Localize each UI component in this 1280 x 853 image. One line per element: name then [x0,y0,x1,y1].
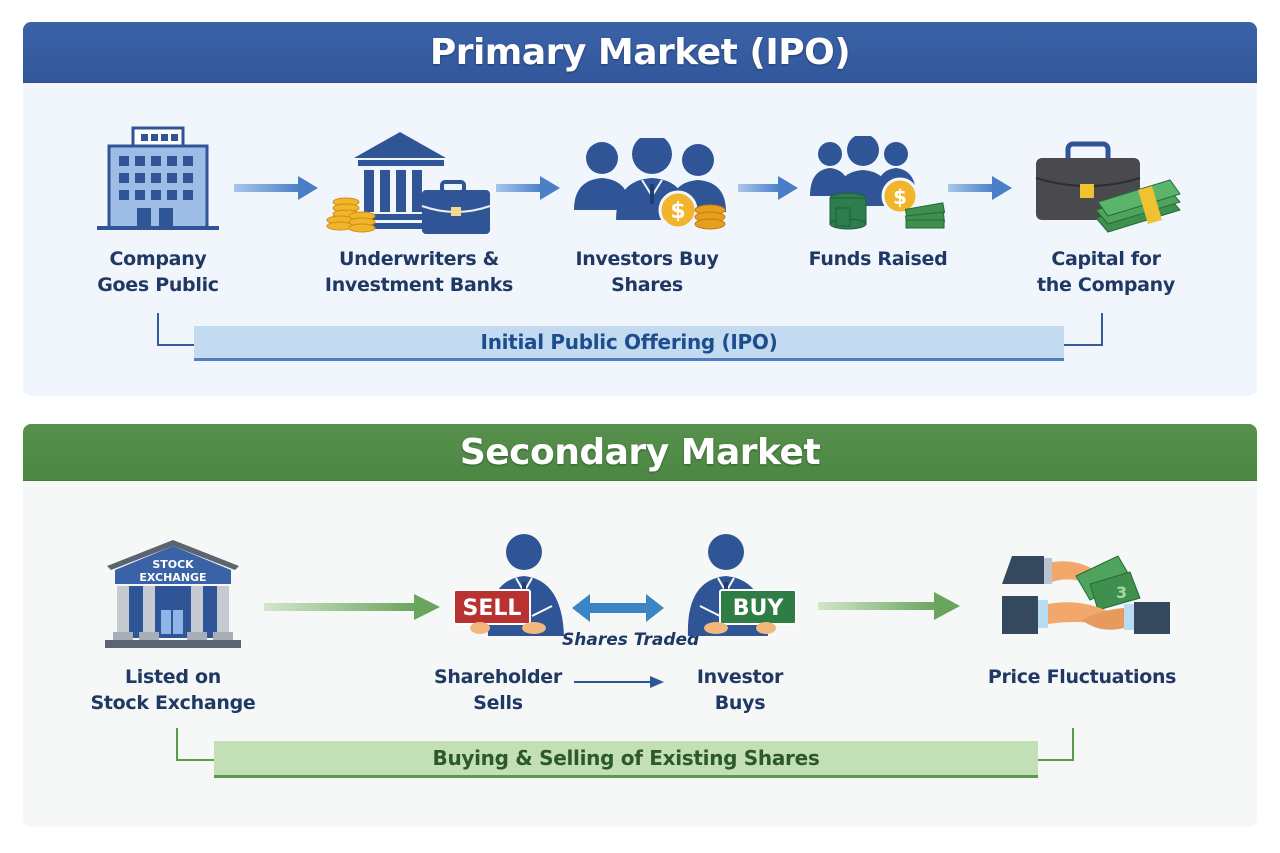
step-company-goes-public: Company Goes Public [78,246,238,298]
step-shareholder-sells: Shareholder Sells [418,664,578,716]
flow-arrow-icon [264,594,440,620]
secondary-banner: Buying & Selling of Existing Shares [214,741,1038,778]
step-underwriters: Underwriters & Investment Banks [316,246,522,298]
step-label-line1: Investor [696,666,784,688]
double-arrow-icon [572,594,664,622]
bank-briefcase-coins-icon [326,132,491,234]
step-price-fluctuations: Price Fluctuations [980,664,1184,690]
small-arrow-icon [574,676,664,688]
briefcase-cash-icon [1035,141,1181,233]
secondary-market-title: Secondary Market [23,424,1257,481]
step-label-line1: Company [109,248,207,270]
step-label-line1: Funds Raised [808,248,948,270]
step-investor-buys: Investor Buys [660,664,820,716]
step-label-line1: Investors Buy [575,248,719,270]
step-funds-raised: Funds Raised [788,246,968,272]
svg-text:$: $ [893,185,907,209]
buy-sign-text: BUY [733,596,785,621]
step-label-line1: Price Fluctuations [987,666,1177,688]
shares-traded-label: Shares Traded [562,630,700,650]
step-listed-on-exchange: Listed on Stock Exchange [80,664,266,716]
step-label-line2: Shares [611,274,683,296]
step-label-line2: Buys [714,692,766,714]
flow-arrow-icon [496,176,560,200]
bracket-right [1064,313,1103,346]
sell-sign-text: SELL [463,596,522,621]
step-label-line1: Capital for [1051,248,1161,270]
flow-arrow-icon [738,176,798,200]
bracket-left [157,313,194,346]
exchange-sign-line2: EXCHANGE [139,571,206,584]
stock-exchange-building-icon: STOCK EXCHANGE [105,540,241,648]
sell-sign [453,589,531,625]
step-label-line2: Stock Exchange [90,692,256,714]
exchange-sign-line1: STOCK [152,558,194,571]
step-label-line2: Investment Banks [324,274,514,296]
step-label-line2: Sells [473,692,523,714]
investors-coins-icon: $ [574,138,726,230]
step-investors-buy: Investors Buy Shares [552,246,742,298]
ipo-banner: Initial Public Offering (IPO) [194,326,1064,361]
primary-market-title: Primary Market (IPO) [23,22,1257,83]
seller-person-icon: SELL [453,534,564,636]
step-label-line1: Underwriters & [339,248,499,270]
flow-arrow-icon [948,176,1012,200]
flow-arrow-icon [234,176,318,200]
people-money-icon: $ [810,136,946,230]
step-label-line1: Shareholder [434,666,562,688]
flow-arrow-icon [818,592,960,620]
hands-exchanging-money-icon: 3 [1002,555,1170,634]
buy-sign [719,589,797,625]
step-label-line1: Listed on [125,666,221,688]
svg-text:$: $ [670,199,685,224]
bracket-right [1038,728,1074,761]
step-label-line2: the Company [1037,274,1175,296]
office-building-icon [97,126,219,230]
svg-text:3: 3 [1116,583,1127,602]
buyer-person-icon: BUY [687,534,797,636]
step-capital: Capital for the Company [1016,246,1196,298]
step-label-line2: Goes Public [97,274,219,296]
bracket-left [176,728,214,761]
